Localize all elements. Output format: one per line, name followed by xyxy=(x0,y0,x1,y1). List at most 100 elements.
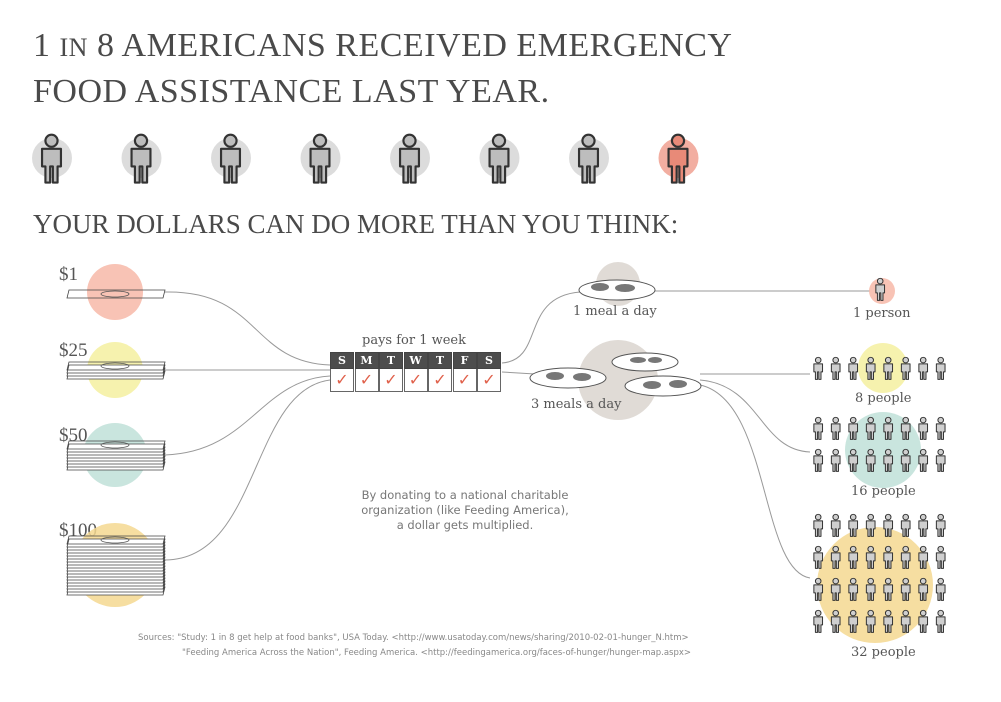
donation-amount-1: $1 xyxy=(59,264,78,285)
section-subtitle: YOUR DOLLARS CAN DO MORE THAN YOU THINK: xyxy=(33,209,679,239)
person-icon xyxy=(848,609,859,633)
person-icon xyxy=(848,448,859,472)
person-icon xyxy=(900,513,911,537)
person-icon xyxy=(935,513,946,537)
person-icon xyxy=(918,513,929,537)
result-color-circle xyxy=(858,343,908,393)
three-meals-label: 3 meals a day xyxy=(531,397,622,412)
day-letter: F xyxy=(452,352,477,369)
person-icon xyxy=(830,513,841,537)
bill-layer xyxy=(66,361,166,371)
line-32-people xyxy=(699,384,811,579)
person-icon xyxy=(935,545,946,569)
bill-portrait xyxy=(100,441,130,449)
person-icon xyxy=(935,356,946,380)
person-icon xyxy=(900,416,911,440)
person-icon xyxy=(40,133,63,184)
person-icon xyxy=(848,513,859,537)
week-day: W✓ xyxy=(403,352,428,392)
bill-portrait xyxy=(100,362,130,370)
day-letter: M xyxy=(354,352,379,369)
week-day: S✓ xyxy=(330,352,354,392)
person-icon xyxy=(865,356,876,380)
person-icon xyxy=(918,577,929,601)
person-icon xyxy=(848,545,859,569)
person-icon xyxy=(848,577,859,601)
day-letter: W xyxy=(403,352,428,369)
day-letter: S xyxy=(477,352,501,369)
person-icon xyxy=(883,513,894,537)
person-icon xyxy=(935,609,946,633)
person-icon xyxy=(883,416,894,440)
title-line-2: FOOD ASSISTANCE LAST YEAR. xyxy=(33,73,550,110)
person-icon xyxy=(813,577,824,601)
person-icon xyxy=(830,356,841,380)
page-title: 1 IN 8 AMERICANS RECEIVED EMERGENCY FOOD… xyxy=(33,24,732,114)
week-caption: pays for 1 week xyxy=(362,333,466,348)
person-icon xyxy=(883,577,894,601)
line-dollar100 xyxy=(164,379,331,561)
person-icon xyxy=(830,416,841,440)
explanation-note: By donating to a national charitable org… xyxy=(361,488,569,532)
person-icon xyxy=(900,545,911,569)
person-icon xyxy=(865,545,876,569)
bill-layer xyxy=(66,289,166,299)
donation-color-circle xyxy=(87,264,143,320)
person-icon xyxy=(900,577,911,601)
result-label-16: 16 people xyxy=(851,484,916,499)
plate-icon xyxy=(529,367,607,389)
person-icon xyxy=(875,277,886,301)
person-icon xyxy=(883,448,894,472)
line-to-three-meals xyxy=(501,371,536,375)
check-icon: ✓ xyxy=(354,369,379,392)
person-icon xyxy=(865,448,876,472)
week-calendar: S✓M✓T✓W✓T✓F✓S✓ xyxy=(330,352,502,392)
person-icon xyxy=(918,356,929,380)
person-icon xyxy=(813,416,824,440)
person-icon xyxy=(883,545,894,569)
person-icon xyxy=(830,609,841,633)
check-icon: ✓ xyxy=(428,369,452,392)
person-icon xyxy=(865,577,876,601)
person-icon xyxy=(848,416,859,440)
line-dollar50 xyxy=(164,375,331,456)
person-icon xyxy=(830,448,841,472)
person-icon xyxy=(219,133,242,184)
person-icon xyxy=(900,448,911,472)
check-icon: ✓ xyxy=(330,369,354,392)
result-label-1: 1 person xyxy=(853,306,911,321)
person-icon xyxy=(935,448,946,472)
person-icon xyxy=(309,133,331,184)
day-letter: S xyxy=(330,352,354,369)
person-icon xyxy=(848,356,859,380)
person-icon xyxy=(900,356,911,380)
person-icon xyxy=(813,609,824,633)
week-day: M✓ xyxy=(354,352,379,392)
check-icon: ✓ xyxy=(403,369,428,392)
line-16-people xyxy=(699,379,811,453)
person-icon xyxy=(865,609,876,633)
person-icon xyxy=(918,416,929,440)
person-icon xyxy=(918,609,929,633)
person-icon xyxy=(935,416,946,440)
day-letter: T xyxy=(379,352,403,369)
week-day: S✓ xyxy=(477,352,501,392)
week-day: T✓ xyxy=(379,352,403,392)
result-label-8: 8 people xyxy=(855,391,912,406)
bill-portrait xyxy=(100,290,130,298)
person-icon xyxy=(398,133,421,184)
bill-layer xyxy=(66,535,166,545)
week-day: T✓ xyxy=(428,352,452,392)
title-line-1: 1 IN 8 AMERICANS RECEIVED EMERGENCY xyxy=(33,27,733,64)
person-icon xyxy=(865,513,876,537)
result-label-32: 32 people xyxy=(851,645,916,660)
person-icon xyxy=(900,609,911,633)
person-icon xyxy=(883,356,894,380)
check-icon: ✓ xyxy=(379,369,403,392)
plate-icon xyxy=(611,352,679,372)
person-icon xyxy=(577,133,600,184)
check-icon: ✓ xyxy=(477,369,501,392)
